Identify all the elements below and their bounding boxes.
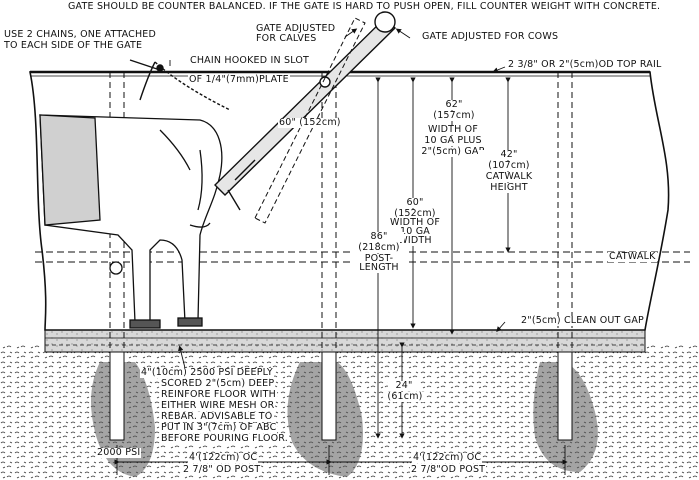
gate-cows (214, 11, 396, 211)
post-86-label-b: (218cm) (350, 243, 408, 253)
post-left-label: 2 7/8" OD POST (182, 464, 262, 475)
catwalk-42-label-b: (107cm) (478, 161, 540, 171)
post-86-label-d: LENGTH (350, 263, 408, 273)
oc-left-label: 4'(122cm) OC (188, 452, 259, 463)
width-62-label-c: WIDTH OF (414, 125, 492, 135)
width-62-label-b: (157cm) (422, 111, 486, 121)
gate-calves (254, 17, 366, 224)
floor-note-line3: REINFORE FLOOR WITH (160, 389, 278, 400)
floor-note-line7: BEFORE POURING FLOOR. (160, 433, 289, 444)
clean-out-gap-label: 2"(5cm) CLEAN OUT GAP (520, 315, 645, 326)
chain-slot-line1: CHAIN HOOKED IN SLOT (190, 55, 310, 66)
width-60-label-d: 10 GA (383, 227, 447, 237)
width-60-label-b: (152cm) (390, 209, 440, 219)
width-60-label-a: 60" (390, 198, 440, 208)
gate-calves-line1: GATE ADJUSTED (256, 23, 336, 34)
post-86-label-c: POST- (350, 254, 408, 264)
catwalk-lines (35, 251, 690, 263)
gate-cows-note: GATE ADJUSTED FOR COWS (422, 31, 559, 42)
depth-24-label-a: 24" (388, 381, 420, 391)
depth-24-label-b: (61cm) (384, 392, 426, 402)
concrete-floor (44, 329, 646, 353)
width-62-label-d: 10 GA PLUS (414, 136, 492, 146)
top-rail-label: 2 3/8" OR 2"(5cm)OD TOP RAIL (508, 59, 662, 70)
floor-note-line1: 4"(10cm) 2500 PSI DEEPLY (140, 367, 274, 378)
width-62-label-a: 62" (422, 100, 486, 110)
chain-slot-line2: OF 1/4"(7mm)PLATE (188, 74, 290, 85)
catwalk-label: CATWALK (608, 251, 657, 262)
chains (129, 59, 231, 111)
gate-length-label: 60" (152cm) (278, 117, 342, 128)
top-note: GATE SHOULD BE COUNTER BALANCED. IF THE … (68, 1, 661, 12)
posts (109, 72, 573, 441)
oc-right-label: 4'(122cm) OC (412, 452, 483, 463)
catwalk-42-label-c: CATWALK (478, 172, 540, 182)
gate-calves-line2: FOR CALVES (256, 33, 317, 44)
catwalk-42-label-a: 42" (478, 150, 540, 160)
chains-note-line2: TO EACH SIDE OF THE GATE (4, 40, 143, 51)
width-62-label-e: 2"(5cm) GAP (414, 147, 492, 157)
post-right-label: 2 7/8"OD POST (410, 464, 487, 475)
catwalk-42-label-d: HEIGHT (478, 183, 540, 193)
floor-note-line5: REBAR. ADVISABLE TO (160, 411, 274, 422)
psi-2000-label: 2000 PSI (96, 447, 142, 458)
floor-note-line6: PUT IN 3"(7cm) OF ABC (160, 422, 278, 433)
width-60-label-c: WIDTH OF (383, 218, 447, 228)
floor-note-line4: EITHER WIRE MESH OR (160, 400, 276, 411)
width-60-label-e: WIDTH (383, 236, 447, 246)
leaders (169, 28, 506, 333)
ground (0, 345, 699, 480)
chains-note-line1: USE 2 CHAINS, ONE ATTACHED (4, 29, 157, 40)
cow (39, 114, 223, 329)
floor-note-line2: SCORED 2"(5cm) DEEP (160, 378, 276, 389)
post-86-label-a: 86" (354, 232, 404, 242)
